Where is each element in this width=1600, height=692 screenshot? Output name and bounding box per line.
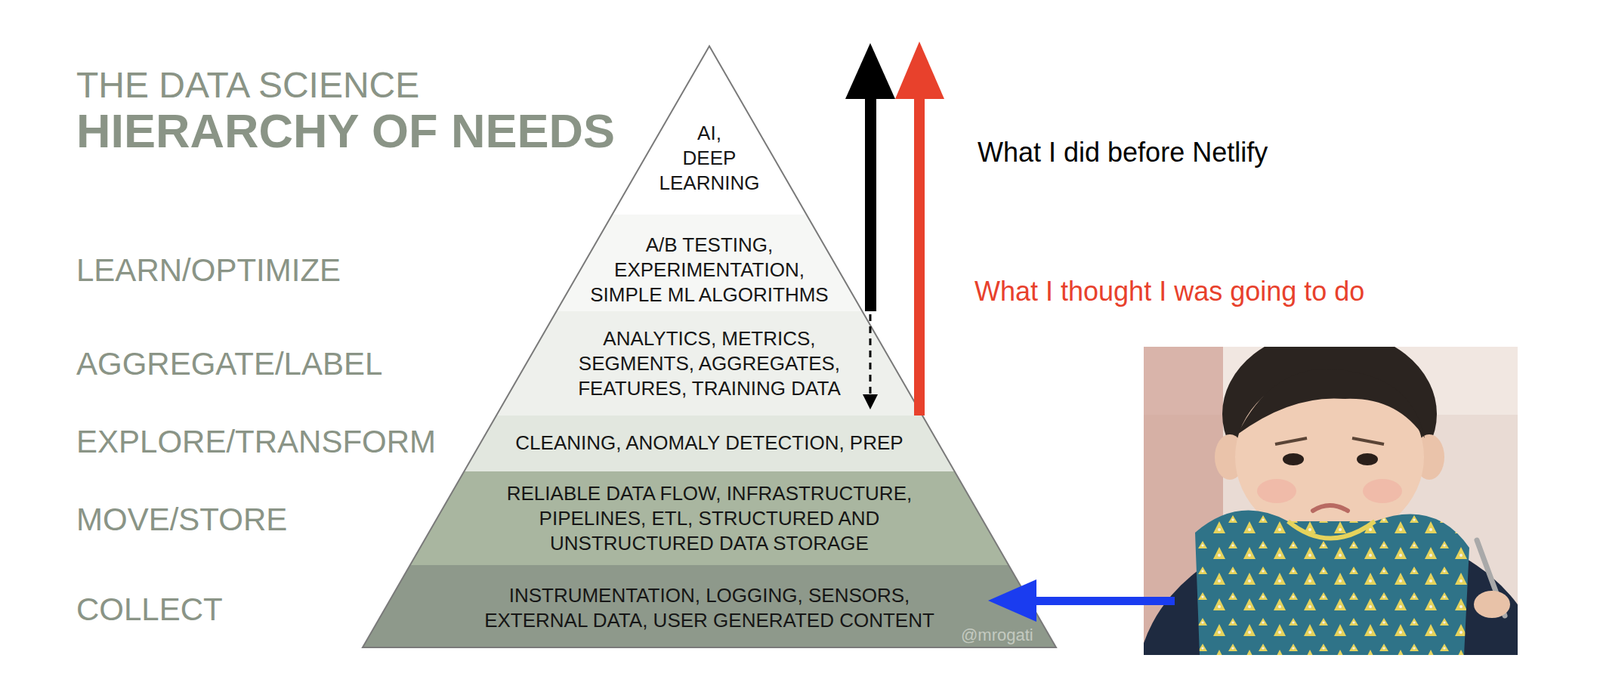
wrap-spacer [656,120,684,146]
pyramid-level: INSTRUMENTATION, LOGGING, SENSORS, EXTER… [362,565,1057,648]
cheek [1362,478,1403,504]
annotation-text: What I did before Netlify [977,135,1268,169]
annotation-text: What I thought I was going to do [974,274,1365,308]
level-label: COLLECT [76,590,223,629]
level-text: A/B TESTING, EXPERIMENTATION, SIMPLE ML … [584,232,834,308]
bib [1195,510,1470,655]
level-fill [362,565,1057,648]
level-fill [556,214,863,312]
level-text: INSTRUMENTATION, LOGGING, SENSORS, EXTER… [473,583,946,634]
label-holder: AGGREGATE/LABEL [76,345,383,384]
level-fill [410,471,1009,566]
level-label: AGGREGATE/LABEL [76,345,383,384]
pyramid-level: ANALYTICS, METRICS, SEGMENTS, AGGREGATES… [496,311,923,416]
cheek [1257,478,1297,504]
pyramid-level: A/B TESTING, EXPERIMENTATION, SIMPLE ML … [556,214,863,312]
level-fill [496,311,923,416]
label-holder: What I thought I was going to do [974,274,1365,308]
black-arrow-shaft [864,96,877,312]
level-text: CLEANING, ANOMALY DETECTION, PREP [497,430,921,456]
watermark: @mrogati [960,625,1034,646]
pyramid-level: AI, DEEP LEARNING [611,46,807,215]
label-holder: What I did before Netlify [977,135,1268,169]
blue-arrow-shaft [1034,596,1175,606]
label-holder: LEARN/OPTIMIZE [76,251,341,290]
eye [1356,453,1378,466]
level-fill [611,46,807,215]
level-fill [463,415,955,472]
bib-collar [1288,521,1375,539]
red-arrow-head [895,41,945,99]
eye [1282,453,1304,466]
red-arrow-shaft [914,96,925,416]
wrap-spacer [735,120,763,146]
label-holder: COLLECT [76,590,223,629]
pyramid-level: CLEANING, ANOMALY DETECTION, PREP [463,415,955,472]
hand [1473,590,1511,618]
pyramid-level: RELIABLE DATA FLOW, INFRASTRUCTURE, PIPE… [410,471,1009,566]
eyebrow [1352,438,1384,445]
level-label: EXPLORE/TRANSFORM [76,423,436,461]
eyebrow [1275,438,1307,445]
baby-photo [1143,346,1518,655]
label-holder: @mrogati [960,625,1034,646]
level-text: ANALYTICS, METRICS, SEGMENTS, AGGREGATES… [568,326,850,402]
level-text: RELIABLE DATA FLOW, INFRASTRUCTURE, PIPE… [490,481,929,556]
mouth [1312,505,1348,511]
level-label: MOVE/STORE [76,500,288,539]
fringe [1237,368,1425,439]
label-holder: EXPLORE/TRANSFORM [76,423,436,461]
level-text: AI, DEEP LEARNING [656,120,763,196]
photo-background [1143,346,1518,655]
diagram-title: THE DATA SCIENCE HIERARCHY OF NEEDS [76,55,636,156]
level-label: LEARN/OPTIMIZE [76,251,341,290]
title-block: THE DATA SCIENCE HIERARCHY OF NEEDS [76,55,636,156]
label-holder: MOVE/STORE [76,500,288,539]
black-arrow-head [845,43,896,99]
